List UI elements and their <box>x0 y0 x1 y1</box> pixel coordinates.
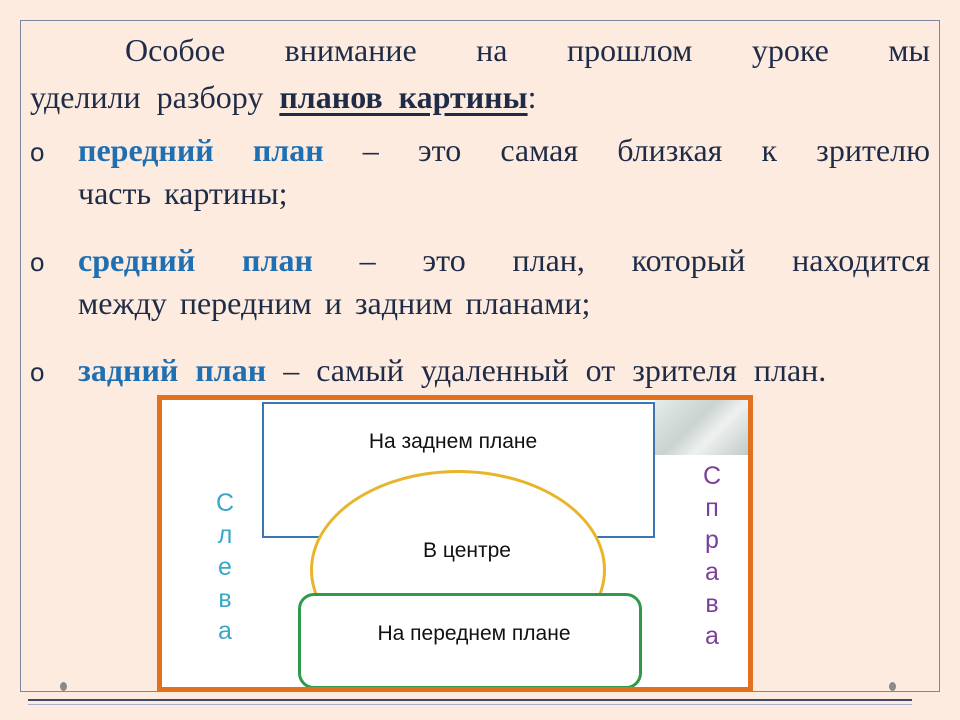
letter: а <box>218 617 232 645</box>
term-background: задний план <box>78 352 267 388</box>
letter: в <box>218 585 232 613</box>
letter: р <box>705 526 719 554</box>
letter: С <box>702 462 722 490</box>
definition-continued: часть картины; <box>78 175 288 211</box>
definition-continued: между передним и задним планами; <box>78 285 591 321</box>
bottom-rule <box>28 699 912 705</box>
letter: а <box>705 558 719 586</box>
intro-suffix: : <box>527 79 537 115</box>
definition-text: – самый удаленный от зрителя план. <box>283 352 827 388</box>
letter: С <box>215 489 235 517</box>
plans-emphasis: планов картины <box>279 79 528 115</box>
definition-text: – это самая близкая к зрителю <box>362 132 931 168</box>
letter: в <box>705 590 719 618</box>
letter: а <box>705 622 719 650</box>
letter: л <box>217 521 233 549</box>
bullet-icon: o <box>30 137 45 167</box>
definition-text: – это план, который находится <box>359 242 930 278</box>
intro-text: Особое внимание на прошлом уроке мы <box>125 32 930 68</box>
letter: е <box>218 553 232 581</box>
decor-dot <box>889 682 896 691</box>
intro-prefix: уделили разбору <box>30 79 264 115</box>
item-foreground: передний план – это самая близкая к зрит… <box>78 130 930 170</box>
bullet-icon: o <box>30 357 45 387</box>
intro-line-2: уделили разбору планов картины: <box>30 77 536 117</box>
right-label: С п р а в а <box>697 460 727 652</box>
intro-line-1: Особое внимание на прошлом уроке мы <box>30 30 930 70</box>
painting-fragment-image <box>655 400 748 455</box>
left-label: С л е в а <box>210 487 240 647</box>
bullet-icon: o <box>30 247 45 277</box>
term-middleground: средний план <box>78 242 313 278</box>
item-middleground: средний план – это план, который находит… <box>78 240 930 280</box>
term-foreground: передний план <box>78 132 324 168</box>
foreground-plan-box <box>298 593 642 687</box>
foreground-label: На переднем плане <box>377 622 571 645</box>
decor-dot <box>60 682 67 691</box>
item-background: задний план – самый удаленный от зрителя… <box>78 350 826 390</box>
center-label: В центре <box>423 539 511 562</box>
letter: п <box>705 494 719 522</box>
background-label: На заднем плане <box>368 430 538 453</box>
plans-diagram: На заднем плане В центре На переднем пла… <box>157 395 753 692</box>
